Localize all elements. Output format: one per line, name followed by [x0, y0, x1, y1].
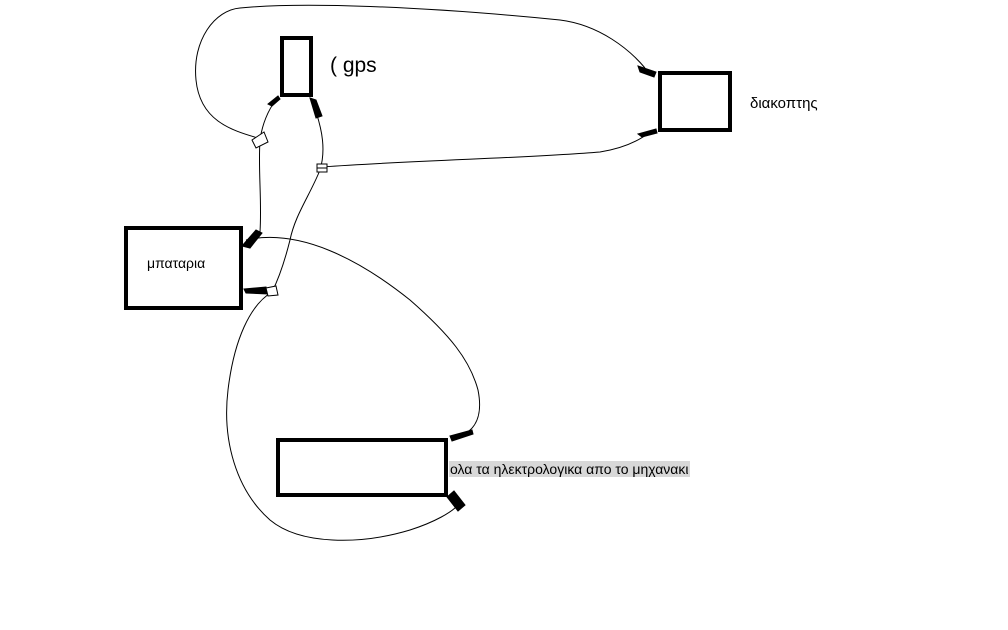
wire-gps-left	[258, 99, 277, 233]
wire-battery-to-electrics-top	[245, 236, 481, 437]
battery-label: μπαταρια	[147, 255, 206, 271]
battery-box	[124, 226, 243, 310]
switch-label: διακοπτης	[750, 95, 818, 112]
connector-battery-top	[241, 229, 263, 249]
electrics-label: ολα τα ηλεκτρολογικα απο το μηχανακι	[449, 461, 690, 477]
connector-gps-left	[267, 95, 281, 107]
connector-electrics-top	[449, 429, 474, 442]
connector-battery-bottom	[243, 286, 269, 295]
wire-top-loop	[195, 4, 646, 139]
wire-battery-to-electrics-bottom	[226, 291, 459, 541]
junction-left	[251, 131, 269, 149]
connector-switch-top	[637, 65, 657, 78]
connector-gps-right	[309, 97, 323, 119]
wire-switch-bottom	[321, 131, 651, 168]
connector-switch-bottom	[636, 128, 658, 138]
electrics-box	[276, 438, 448, 497]
connector-electrics-bottom	[446, 490, 466, 512]
gps-box	[280, 36, 313, 97]
switch-box	[658, 71, 732, 132]
gps-label: ( gps	[330, 54, 377, 77]
junction-battery	[265, 285, 279, 297]
wire-gps-right	[271, 111, 324, 293]
